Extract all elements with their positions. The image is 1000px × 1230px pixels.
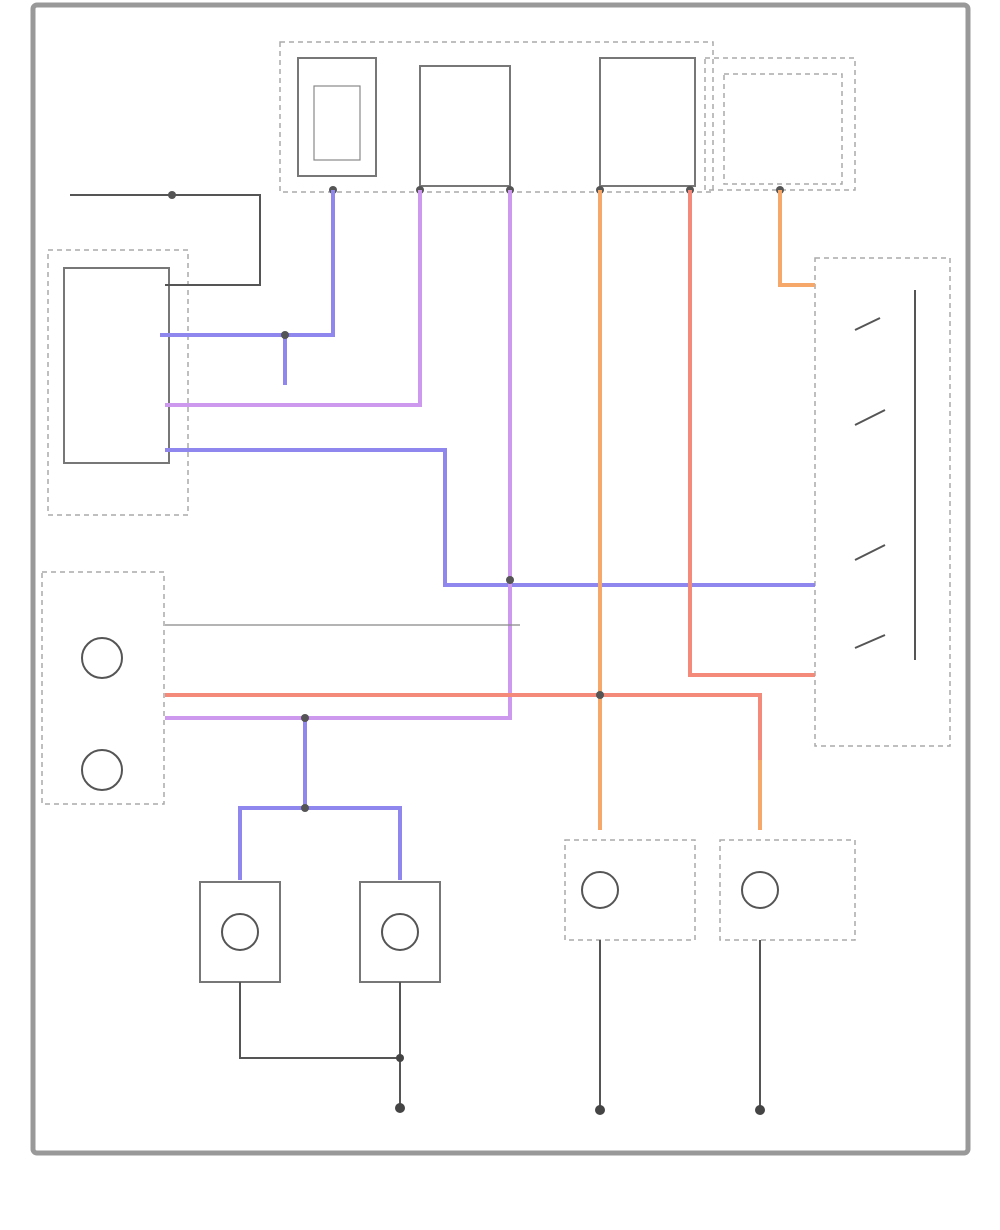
right-rear-lamp <box>719 839 856 941</box>
right-front-lamp <box>359 881 441 983</box>
lamp-relay <box>297 57 377 177</box>
headlamp-switch <box>63 267 170 464</box>
fuse-block-1 <box>419 65 511 187</box>
diagram-frame <box>30 2 971 1156</box>
right-front-lamp-bulb <box>381 913 419 951</box>
fuse-block-2 <box>599 57 696 187</box>
wire-violet-main <box>165 190 512 720</box>
power-distribution-box <box>279 41 714 193</box>
instrument-cluster <box>41 571 165 805</box>
relay-box-right <box>704 57 856 191</box>
wire-blue-1 <box>160 190 335 337</box>
wire-black-top-left <box>70 194 261 286</box>
wire-orange-top-right <box>778 190 815 287</box>
wire-blue-long <box>165 448 815 587</box>
cluster-indicator-2 <box>81 749 123 791</box>
left-rear-lamp-bulb <box>581 871 619 909</box>
wire-blue-front-split <box>238 806 402 880</box>
left-front-lamp-bulb <box>221 913 259 951</box>
cluster-indicator-1 <box>81 637 123 679</box>
left-front-lamp <box>199 881 281 983</box>
left-rear-lamp <box>564 839 696 941</box>
wire-red-right <box>688 190 815 677</box>
relay-coil <box>313 85 361 161</box>
right-rear-lamp-bulb <box>741 871 779 909</box>
stop-lamp-fuse-box <box>723 73 843 185</box>
junction-dots <box>168 191 604 812</box>
switch-assembly <box>814 257 951 747</box>
switch-contacts <box>854 290 916 660</box>
headlamp-switch-outline <box>47 249 189 516</box>
wire-ground-left-front <box>239 982 400 1059</box>
wire-violet-1 <box>165 190 422 407</box>
ground-points <box>395 1054 765 1115</box>
